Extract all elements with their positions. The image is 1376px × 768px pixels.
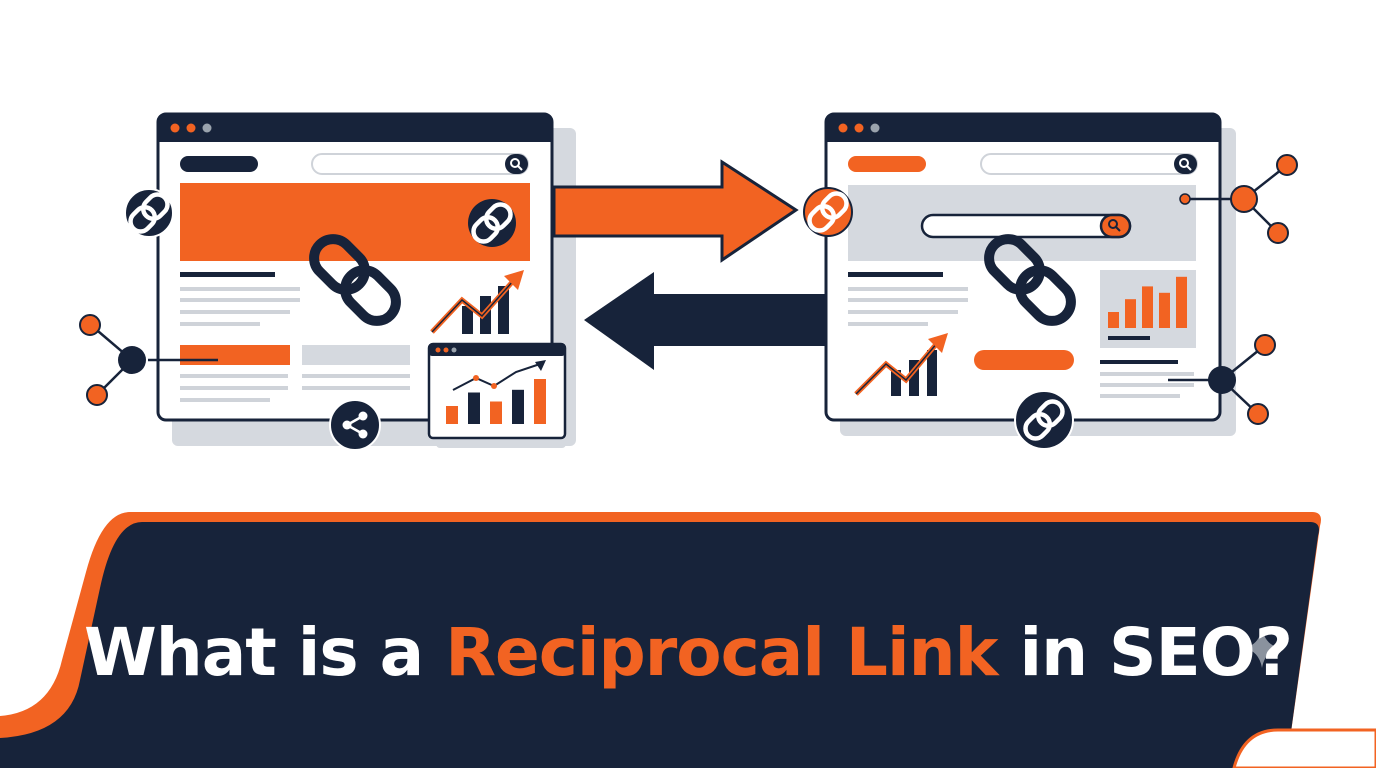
- title-highlight: Reciprocal Link: [445, 614, 998, 691]
- chart-bar: [1176, 276, 1187, 328]
- chart-bar: [468, 392, 480, 424]
- chart-bar: [1159, 292, 1170, 328]
- window-dot-icon: [854, 123, 864, 133]
- search-icon: [1174, 154, 1197, 174]
- mini-chart-window: [427, 342, 567, 448]
- right-window-titlebar: [826, 114, 1220, 142]
- link-icon: [124, 188, 174, 238]
- left-search-bar: [311, 153, 529, 175]
- search-icon: [505, 154, 528, 174]
- chart-bar: [1142, 286, 1153, 328]
- window-dot-icon: [202, 123, 212, 133]
- window-dot-icon: [170, 123, 180, 133]
- chart-bar: [446, 406, 458, 424]
- network-node-icon: [79, 314, 218, 406]
- share-icon: [329, 399, 381, 451]
- trend-chart-icon: [854, 333, 948, 396]
- right-search-bar: [980, 153, 1198, 175]
- link-icon: [803, 187, 853, 237]
- page-title: What is a Reciprocal Link in SEO?: [0, 620, 1376, 686]
- left-button-block: [180, 345, 290, 365]
- network-node-icon: [1179, 154, 1298, 244]
- network-node-icon: [1168, 334, 1276, 425]
- chart-bar: [512, 389, 524, 424]
- sparkle-icon: [1244, 628, 1280, 668]
- title-part-1: What is a: [83, 614, 446, 691]
- window-dot-icon: [186, 123, 196, 133]
- chart-bar: [1125, 299, 1136, 328]
- right-big-chain-icon: [984, 234, 1076, 326]
- window-dot-icon: [838, 123, 848, 133]
- link-icon: [1014, 390, 1074, 450]
- window-dot-icon: [870, 123, 880, 133]
- title-banner: [0, 512, 1376, 768]
- right-cta-button: [974, 350, 1074, 370]
- left-window-titlebar: [158, 114, 552, 142]
- arrow-left-icon: [584, 272, 826, 370]
- left-logo-pill: [180, 156, 258, 172]
- title-part-2: in SEO?: [997, 614, 1293, 691]
- left-big-chain-icon: [309, 234, 401, 326]
- chart-bar: [1108, 312, 1119, 328]
- arrow-right-icon: [552, 159, 799, 263]
- search-icon: [1099, 213, 1132, 239]
- right-logo-pill: [848, 156, 926, 172]
- trend-chart-icon: [430, 270, 524, 334]
- chart-bar: [490, 401, 502, 424]
- link-icon: [468, 199, 516, 247]
- chart-bar: [534, 379, 546, 424]
- right-hero-search: [920, 213, 1132, 239]
